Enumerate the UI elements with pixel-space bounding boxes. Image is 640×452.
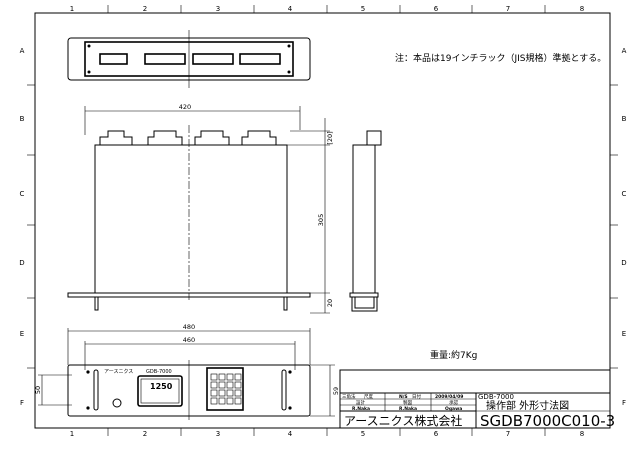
title-block: 三角法 尺度 N/S 日付 2009/04/09 設計 製図 承認 R.Naka… <box>339 369 615 430</box>
side-elevation <box>67 125 311 311</box>
border-columns-4: 5 <box>361 430 365 438</box>
border-columns-3: 4 <box>288 5 293 13</box>
border-rows-3: D <box>19 259 24 267</box>
border-columns-6: 7 <box>506 5 510 13</box>
border-columns-2: 3 <box>216 430 220 438</box>
dimension-labels: 420 [20] 305 20 480 460 59 50 <box>34 103 340 395</box>
border-columns-5: 6 <box>434 430 439 438</box>
border-columns-7: 8 <box>580 430 584 438</box>
border-rows-3: D <box>621 259 626 267</box>
border-rows-2: C <box>20 190 25 198</box>
border-rows-5: F <box>622 399 626 407</box>
border-columns-7: 8 <box>580 5 584 13</box>
title-block-drafter: R.Naka <box>399 406 417 412</box>
dimensions-hole-pitch: 50 <box>34 386 42 394</box>
border-rows-0: A <box>622 47 627 55</box>
zone-labels: 1 2 3 4 5 6 7 8 1 2 3 4 5 6 7 8 A B C D E F A B C D E F <box>19 5 626 438</box>
dimensions-panel-height: 59 <box>332 387 340 395</box>
title-block-drafting-label: 製図 <box>403 399 412 406</box>
dimensions-mount-width: 460 <box>183 336 195 344</box>
title-block-design-label: 設計 <box>356 399 365 406</box>
note-text: 注：本品は19インチラック（JIS規格）準拠とする。 <box>395 52 606 64</box>
border-columns-4: 5 <box>361 5 365 13</box>
border-columns-1: 2 <box>143 5 147 13</box>
title-block-date: 2009/04/09 <box>435 394 463 400</box>
sheet-frame <box>34 12 611 429</box>
end-view <box>349 130 382 312</box>
border-rows-1: B <box>20 115 25 123</box>
border-rows-1: B <box>622 115 627 123</box>
border-columns-2: 3 <box>216 5 220 13</box>
panel-brand: アースニクス <box>104 369 133 375</box>
border-rows-2: C <box>622 190 627 198</box>
title-block-title: 操作部 外形寸法図 <box>486 399 569 412</box>
border-rows-4: E <box>622 330 626 338</box>
border-rows-5: F <box>20 399 24 407</box>
dimensions-leg: 20 <box>326 299 334 307</box>
border-columns-1: 2 <box>143 430 147 438</box>
dimensions-top-width: 420 <box>179 103 191 111</box>
title-block-product: GDB-7000 <box>478 393 514 401</box>
title-block-approval-label: 承認 <box>449 399 458 406</box>
title-block-approver: Ogawa <box>445 406 462 412</box>
panel-model: GDB-7000 <box>146 369 172 375</box>
title-block-scale: N/S <box>399 394 408 400</box>
border-rows-0: A <box>20 47 25 55</box>
title-block-designer: R.Naka <box>352 406 370 412</box>
border-rows-4: E <box>20 330 24 338</box>
border-columns-0: 1 <box>70 430 74 438</box>
title-block-date-label: 日付 <box>412 393 421 400</box>
dimensions-height: 305 <box>317 214 325 226</box>
weight-text: 重量:約7Kg <box>430 349 477 361</box>
keypad <box>210 373 242 405</box>
title-block-projection: 三角法 <box>342 393 356 400</box>
front-panel-view: アースニクス GDB-7000 1250 <box>67 360 311 420</box>
panel-display-value: 1250 <box>150 382 173 391</box>
title-block-company: アースニクス株式会社 <box>344 413 462 428</box>
title-block-drawing-number: SGDB7000C010-3 <box>480 412 615 430</box>
dimensions-outer-width: 480 <box>183 323 195 331</box>
border-columns-3: 4 <box>288 430 293 438</box>
border-columns-5: 6 <box>434 5 439 13</box>
border-columns-0: 1 <box>70 5 74 13</box>
dimension-lines <box>38 106 335 417</box>
top-view <box>67 30 311 88</box>
title-block-scale-label: 尺度 <box>364 393 373 400</box>
border-columns-6: 7 <box>506 430 510 438</box>
zone-ticks <box>27 5 618 436</box>
dimensions-top-offset: [20] <box>326 131 334 144</box>
